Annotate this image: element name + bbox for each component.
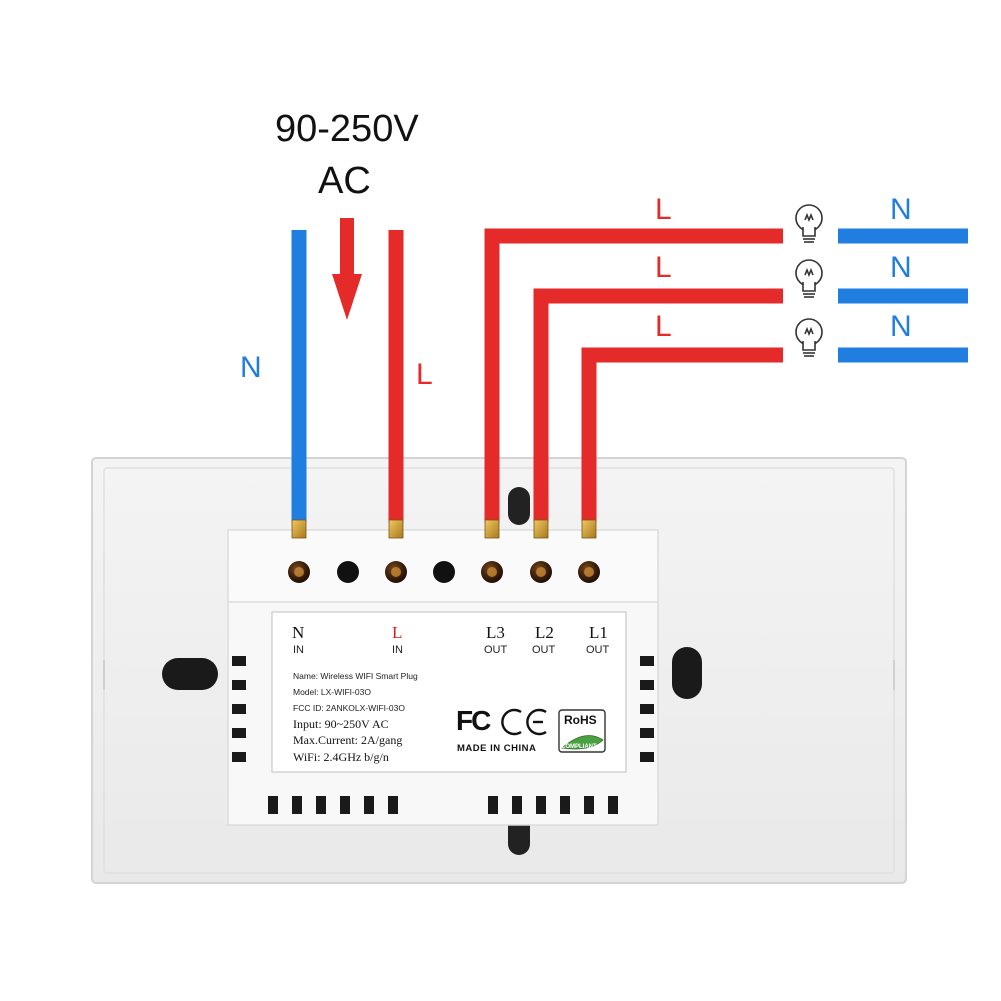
product-model: Model: LX-WIFI-03O [293,687,371,697]
terminal-l3-sub: OUT [484,644,508,656]
terminal-l3-label: L3 [486,623,505,642]
l1-output-label: L [655,310,672,343]
l3-output-label: L [655,193,672,226]
mounting-slot-top [508,487,530,525]
fcc-mark-icon: FC [456,705,491,736]
terminal-l-sub: IN [392,644,403,656]
ce-mark-icon [501,708,547,736]
wire-ferrules [291,519,597,539]
made-in-china: MADE IN CHINA [457,743,537,754]
wifi-spec: WiFi: 2.4GHz b/g/n [293,750,389,764]
light-bulb-icon [795,204,823,243]
l2-out-wire [533,288,783,522]
vents-bottom [268,796,618,814]
l3-out-wire [484,228,783,522]
terminal-l1-label: L1 [589,623,608,642]
rohs-mark: RoHS [564,713,597,727]
light-bulb-icon [795,318,823,357]
terminal-n-sub: IN [293,644,304,656]
terminal-n-label: N [292,623,305,642]
rohs-badge [558,709,606,753]
mounting-slot-left [162,658,218,690]
fcc-id: FCC ID: 2ANKOLX-WIFI-03O [293,703,405,713]
terminal-l-label: L [392,623,403,642]
vents-right [640,656,654,762]
max-current: Max.Current: 2A/gang [293,733,403,747]
terminal-l2-sub: OUT [532,644,556,656]
terminal-screws [288,561,600,583]
l1-out-wire [581,347,783,522]
switch-module [227,529,659,826]
live-in-label: L [416,358,433,391]
terminal-l2-label: L2 [535,623,554,642]
wires [291,228,968,522]
supply-type: AC [318,160,371,202]
mounting-slot-right [672,647,702,699]
light-bulb-icon [795,259,823,298]
supply-voltage: 90-250V [275,108,419,150]
screw-blank-1 [337,561,359,583]
rohs-compliant: COMPLIANT [561,744,597,750]
screw-blank-2 [433,561,455,583]
neutral-in-label: N [240,351,262,384]
terminal-l1-sub: OUT [586,644,610,656]
l2-output-label: L [655,251,672,284]
neutral-out-label-1: N [890,193,912,226]
input-rating: Input: 90~250V AC [293,717,389,731]
down-arrow-icon [332,218,362,320]
vents-left [232,656,246,762]
neutral-out-label-3: N [890,310,912,343]
neutral-out-label-2: N [890,251,912,284]
product-name: Name: Wireless WIFI Smart Plug [293,671,418,681]
